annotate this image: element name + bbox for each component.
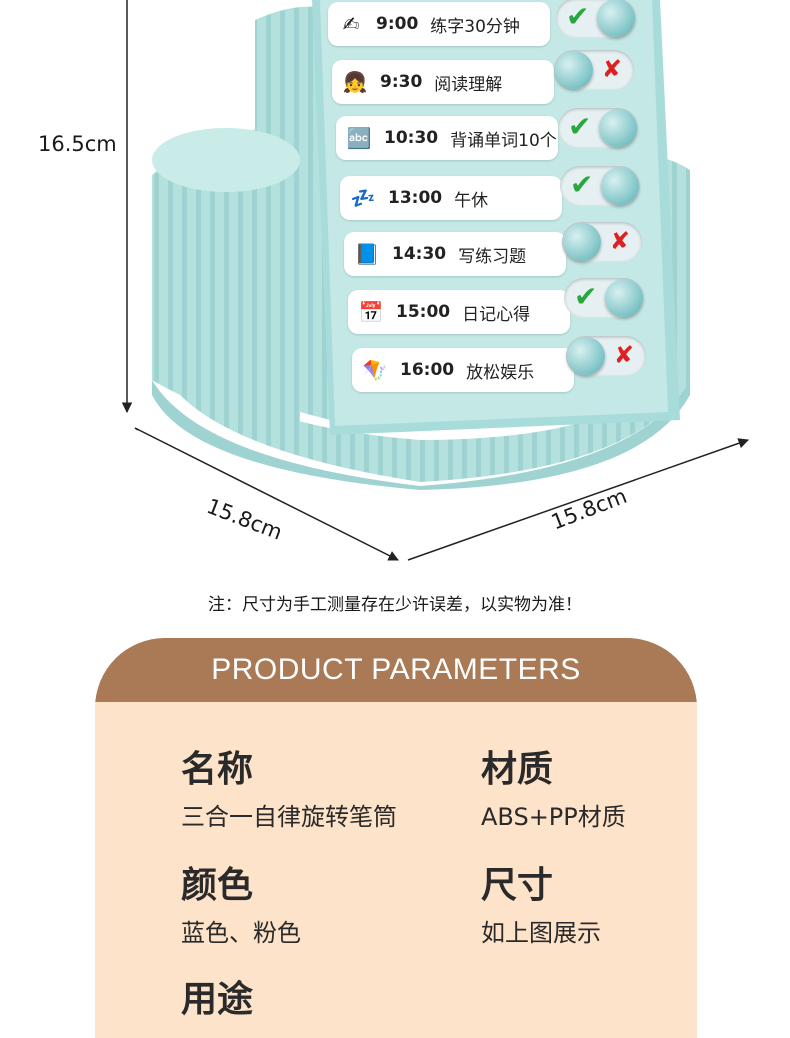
schedule-board: ✍ 9:00 练字30分钟 ✔ 👧 9:30 阅读理解 ✘ 🔤 10:30 背诵… xyxy=(318,0,658,432)
schedule-task: 写练习题 xyxy=(458,246,527,267)
schedule-row: 🔤 10:30 背诵单词10个 xyxy=(336,116,558,160)
toggle-knob xyxy=(563,223,601,261)
check-icon: ✔ xyxy=(566,0,590,33)
schedule-row: 📅 15:00 日记心得 xyxy=(348,290,570,334)
cross-icon: ✘ xyxy=(609,227,630,255)
param-value: 蓝色、粉色 xyxy=(181,919,301,947)
check-icon: ✔ xyxy=(568,110,592,143)
toggle-knob xyxy=(605,279,643,317)
status-toggle[interactable]: ✔ xyxy=(558,108,638,148)
schedule-row: ✍ 9:00 练字30分钟 xyxy=(328,2,550,46)
toggle-knob xyxy=(601,167,639,205)
param-label: 颜色 xyxy=(181,865,254,906)
param-value: ABS+PP材质 xyxy=(481,803,626,831)
abc-blocks-icon: 🔤 xyxy=(346,126,372,150)
check-icon: ✔ xyxy=(574,280,598,313)
schedule-time: 13:00 xyxy=(388,188,443,208)
param-label: 材质 xyxy=(481,749,554,790)
status-toggle[interactable]: ✔ xyxy=(560,166,640,206)
param-usage-block: 用途 xyxy=(181,978,253,1022)
param-value: 三合一自律旋转笔筒 xyxy=(181,803,397,831)
param-size-block: 尺寸 如上图展示 xyxy=(481,864,601,948)
check-icon: ✔ xyxy=(570,168,594,201)
status-toggle[interactable]: ✔ xyxy=(556,0,636,38)
workbook-icon: 📘 xyxy=(354,242,380,266)
toggle-knob xyxy=(597,0,635,37)
param-name-block: 名称 三合一自律旋转笔筒 xyxy=(181,748,397,832)
schedule-task: 放松娱乐 xyxy=(466,362,535,383)
toggle-knob xyxy=(555,51,593,89)
product-illustration: 16.5cm 15.8cm 15.8cm ✍ 9:00 练字30分钟 ✔ 👧 9… xyxy=(38,0,749,561)
param-label: 用途 xyxy=(181,979,254,1020)
panel-title: PRODUCT PARAMETERS xyxy=(95,638,697,702)
girl-reading-icon: 👧 xyxy=(342,70,368,94)
schedule-row: 💤 13:00 午休 xyxy=(340,176,562,220)
schedule-task: 午休 xyxy=(454,190,489,211)
schedule-time: 15:00 xyxy=(396,302,451,322)
param-value: 如上图展示 xyxy=(481,919,601,947)
param-label: 名称 xyxy=(181,749,254,790)
status-toggle[interactable]: ✘ xyxy=(562,222,642,262)
status-toggle[interactable]: ✔ xyxy=(564,278,644,318)
calendar-icon: 📅 xyxy=(358,300,384,324)
status-toggle[interactable]: ✘ xyxy=(566,336,646,376)
schedule-row: 👧 9:30 阅读理解 xyxy=(332,60,554,104)
schedule-task: 练字30分钟 xyxy=(430,16,520,37)
param-material-block: 材质 ABS+PP材质 xyxy=(481,748,626,832)
schedule-row: 📘 14:30 写练习题 xyxy=(344,232,566,276)
schedule-task: 阅读理解 xyxy=(434,74,503,95)
student-writing-icon: ✍ xyxy=(342,12,360,36)
schedule-time: 14:30 xyxy=(392,244,447,264)
height-dimension-label: 16.5cm xyxy=(38,132,117,156)
toggle-knob xyxy=(567,337,605,375)
schedule-time: 16:00 xyxy=(400,360,455,380)
kite-icon: 🪁 xyxy=(362,358,388,382)
schedule-task: 日记心得 xyxy=(462,304,531,325)
schedule-row: 🪁 16:00 放松娱乐 xyxy=(352,348,574,392)
schedule-time: 9:00 xyxy=(376,14,419,34)
status-toggle[interactable]: ✘ xyxy=(554,50,634,90)
toggle-knob xyxy=(599,109,637,147)
sleep-icon: 💤 xyxy=(350,186,376,210)
param-label: 尺寸 xyxy=(481,865,554,906)
schedule-time: 10:30 xyxy=(384,128,439,148)
product-parameters-panel: PRODUCT PARAMETERS 名称 三合一自律旋转笔筒 材质 ABS+P… xyxy=(95,638,697,1038)
cross-icon: ✘ xyxy=(613,341,634,369)
schedule-task: 背诵单词10个 xyxy=(450,130,557,151)
param-color-block: 颜色 蓝色、粉色 xyxy=(181,864,301,948)
schedule-time: 9:30 xyxy=(380,72,423,92)
measurement-note: 注：尺寸为手工测量存在少许误差，以实物为准！ xyxy=(208,595,582,615)
cross-icon: ✘ xyxy=(601,55,622,83)
